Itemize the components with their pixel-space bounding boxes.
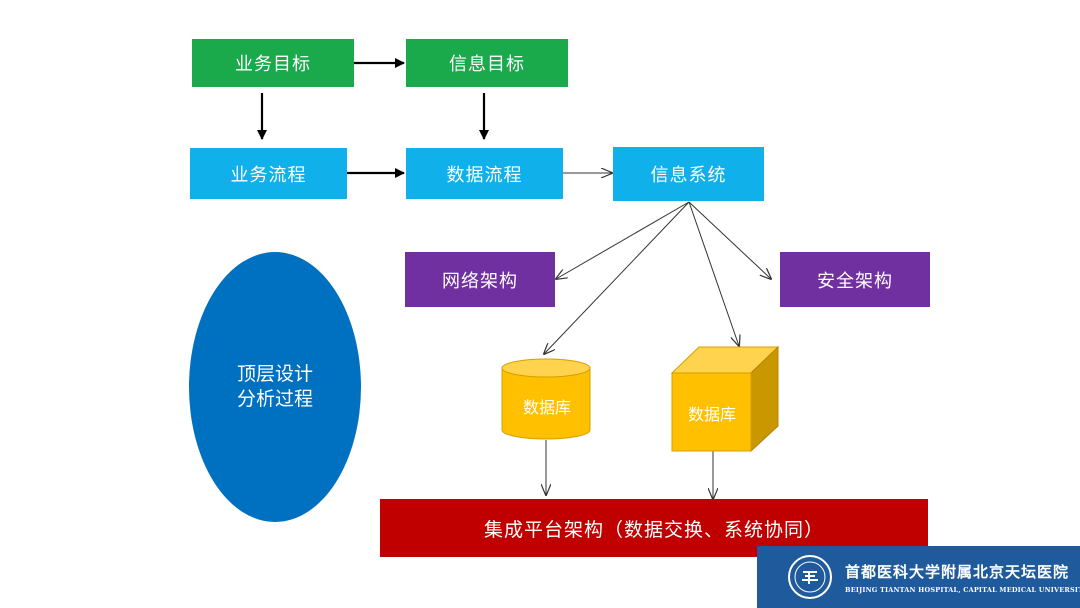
ellipse-label-line2: 分析过程 <box>236 388 313 410</box>
design-analysis-ellipse <box>189 252 361 522</box>
ellipse-label: 顶层设计 分析过程 <box>190 352 360 422</box>
hospital-name-en: BEIJING TIANTAN HOSPITAL, CAPITAL MEDICA… <box>845 585 1080 594</box>
business-process-node: 业务流程 <box>190 148 347 199</box>
business-goal-node: 业务目标 <box>192 39 354 87</box>
database-cube-icon <box>670 345 780 453</box>
arrow-info-system-to-network <box>556 201 690 279</box>
hospital-name-cn: 首都医科大学附属北京天坛医院 <box>845 562 1070 581</box>
arrow-info-system-to-security <box>688 201 771 279</box>
data-process-node: 数据流程 <box>406 148 563 199</box>
database-cylinder-icon <box>501 358 591 440</box>
info-goal-node: 信息目标 <box>406 39 568 87</box>
database-cube-label: 数据库 <box>687 405 736 424</box>
network-architecture-node: 网络架构 <box>405 252 555 307</box>
database-cylinder-label: 数据库 <box>522 398 571 417</box>
hospital-logo-bar: 首都医科大学附属北京天坛医院 BEIJING TIANTAN HOSPITAL,… <box>757 546 1080 608</box>
hospital-logo-text: 首都医科大学附属北京天坛医院 BEIJING TIANTAN HOSPITAL,… <box>845 561 1080 594</box>
hospital-seal-icon <box>788 555 832 599</box>
arrow-info-system-to-cube <box>688 201 739 346</box>
arrow-info-system-to-cylinder <box>544 201 690 354</box>
security-architecture-node: 安全架构 <box>780 252 930 307</box>
ellipse-label-line1: 顶层设计 <box>236 363 313 385</box>
info-system-node: 信息系统 <box>613 147 764 201</box>
